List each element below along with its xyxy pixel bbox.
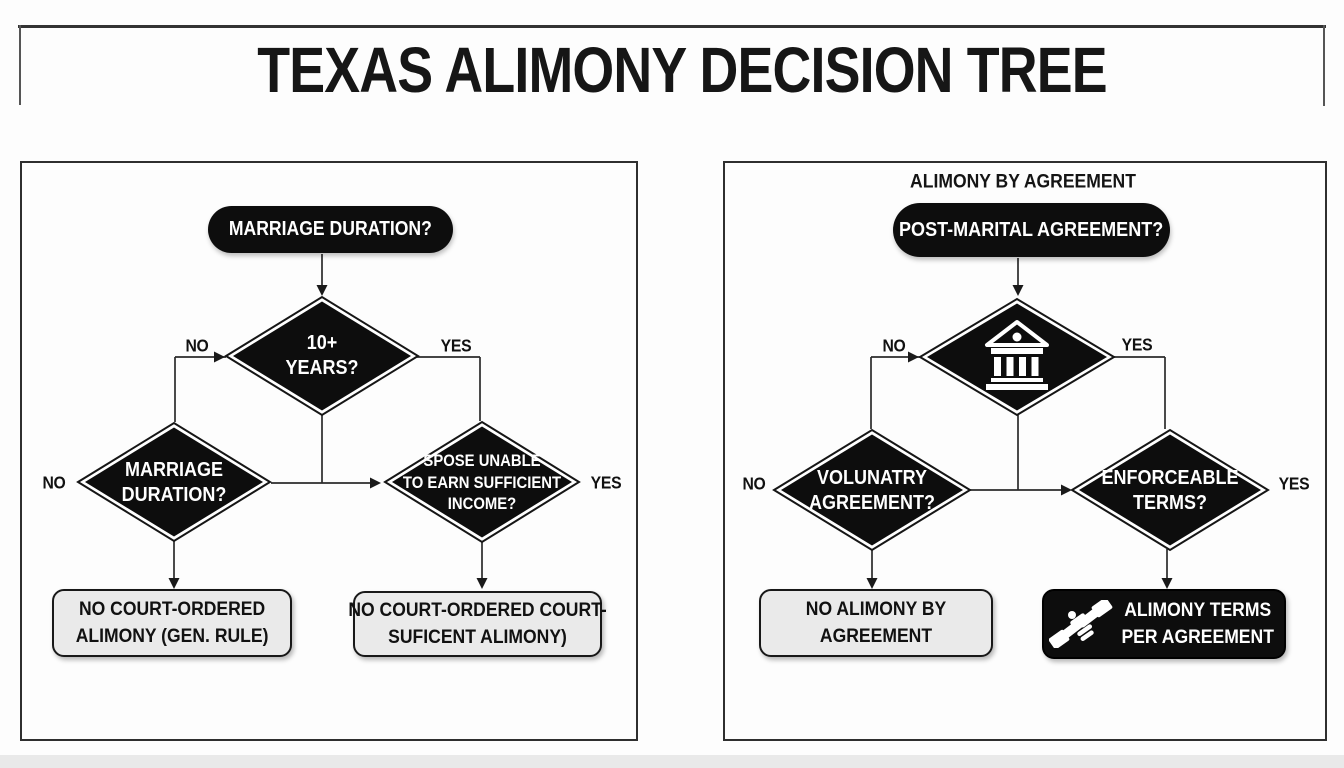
diamond-marriage-duration [76,421,272,543]
arrowheads [168,285,1173,589]
right-panel-header: ALIMONY BY AGREEMENT [910,170,1136,193]
outcome-no-court-ordered-alimony: NO COURT-ORDERED ALIMONY (GEN. RULE) [52,589,292,657]
voluntary-agreement-text: VOLUNATRY AGREEMENT? [809,467,935,514]
branch-label-yes: YES [440,335,472,356]
branch-label-no: NO [185,335,209,356]
title-band-top-border [18,25,1326,28]
branch-label-yes: YES [1278,473,1310,494]
decision-diamonds [76,295,1270,552]
outcome-alimony-terms-per-agreement: ALIMONY TERMS PER AGREEMENT [1042,589,1286,659]
ten-plus-years-text: 10+ YEARS? [285,332,359,379]
diamond-ten-plus-years [224,295,420,417]
diamond-spouse-income [383,420,581,544]
page-title: TEXAS ALIMONY DECISION TREE [257,34,1107,106]
outcome-no-alimony-by-agreement: NO ALIMONY BY AGREEMENT [759,589,993,657]
branch-label-no: NO [42,472,66,493]
left-root-question-label: MARRIAGE DURATION? [228,218,433,240]
diamond-court-review [918,297,1116,417]
spouse-income-text: SPOSE UNABLE TO EARN SUFFICIENT INCOME? [402,451,562,513]
title-band-right-border [1323,25,1325,106]
enforceable-terms-text: ENFORCEABLE TERMS? [1101,467,1239,514]
branch-label-yes: YES [590,472,622,493]
bottom-strip [0,755,1344,768]
right-root-question-pill: POST-MARITAL AGREEMENT? [893,203,1170,257]
marriage-duration-text: MARRIAGE DURATION? [121,459,227,506]
branch-label-no: NO [882,335,906,356]
right-panel [723,161,1327,741]
title-band-left-border [19,25,21,105]
courthouse-icon [985,320,1049,390]
handshake-icon [1049,600,1113,648]
diamond-voluntary-agreement [772,428,972,552]
outcome-court-ordered-alimony: NO COURT-ORDERED COURT- SUFICENT ALIMONY… [348,591,607,657]
branch-label-no: NO [742,473,766,494]
right-root-question-label: POST-MARITAL AGREEMENT? [899,218,1164,241]
left-panel [20,161,638,741]
branch-label-yes: YES [1121,334,1153,355]
left-root-question-pill: MARRIAGE DURATION? [208,206,453,253]
diamond-enforceable-terms [1070,428,1270,552]
